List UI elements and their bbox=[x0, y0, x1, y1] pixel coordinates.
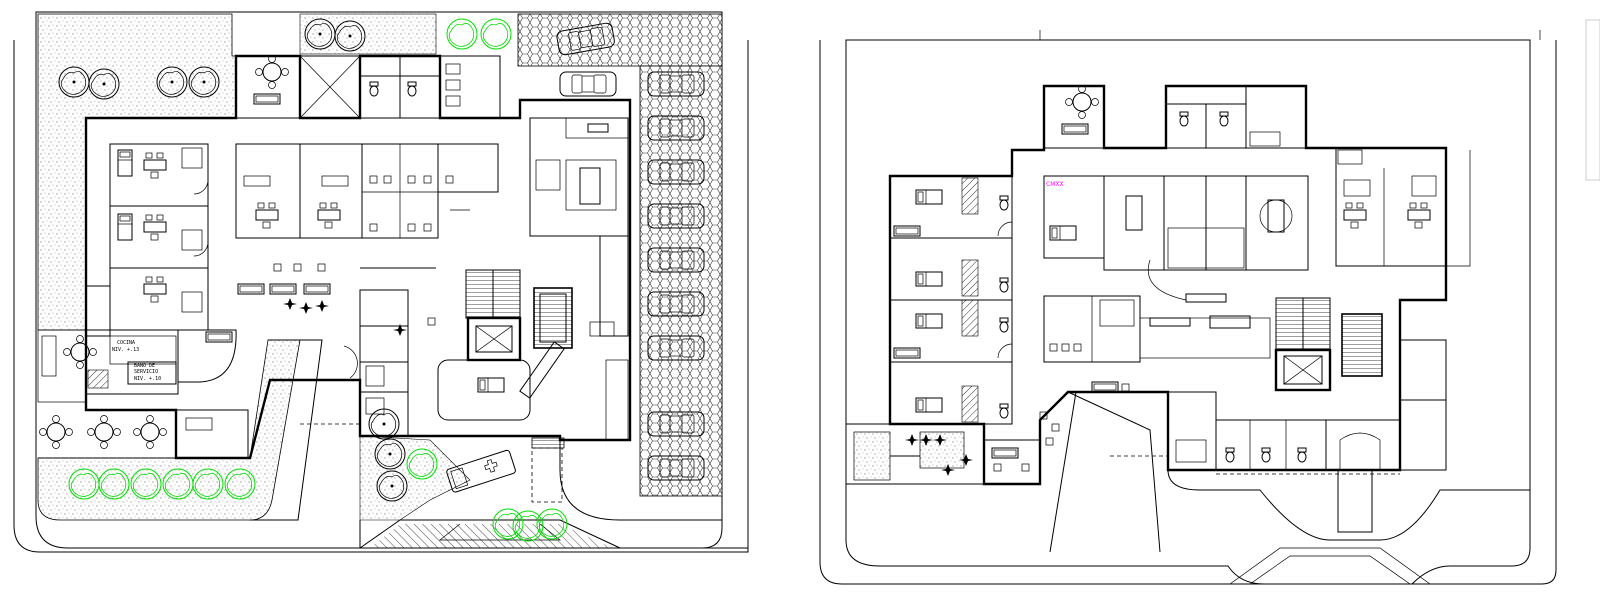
south-east-rooms bbox=[1167, 339, 1447, 475]
stair-core bbox=[1274, 297, 1383, 392]
ambulance-icon bbox=[446, 449, 516, 493]
central-area bbox=[1039, 259, 1271, 446]
parking-paving-top bbox=[517, 13, 723, 67]
parking-paving-strip bbox=[639, 65, 723, 497]
table-chairs-icon bbox=[87, 415, 121, 449]
window-edge-artifact bbox=[1585, 19, 1600, 181]
operating-rooms: CMXX bbox=[1043, 175, 1309, 271]
left-offices bbox=[109, 143, 209, 331]
kitchen-block: COCINA NIV. +.13 BAÑO DE SERVICIO NIV. +… bbox=[85, 285, 237, 395]
marker-label: CMXX bbox=[1046, 181, 1064, 188]
bath-label-2: SERVICIO bbox=[134, 369, 158, 375]
reception-rooms bbox=[343, 289, 436, 437]
waiting-area bbox=[205, 209, 470, 343]
kitchen-label: COCINA bbox=[117, 340, 135, 346]
right-wing-rooms bbox=[437, 117, 629, 441]
table-chairs-icon bbox=[255, 55, 289, 89]
terrace bbox=[37, 329, 249, 459]
table-chairs-icon bbox=[39, 415, 73, 449]
plant-icon bbox=[299, 302, 313, 314]
table-chairs-icon bbox=[1065, 85, 1099, 119]
entrance-ramp bbox=[250, 339, 748, 549]
stair-core bbox=[465, 269, 573, 362]
table-chairs-icon bbox=[133, 415, 167, 449]
kitchen-level-label: NIV. +.13 bbox=[112, 347, 139, 353]
right-floor-plan: CMXX bbox=[819, 30, 1557, 585]
plant-icon bbox=[283, 298, 297, 310]
landscape-area-north bbox=[299, 13, 437, 55]
consulting-rooms-east bbox=[1335, 147, 1447, 267]
plant-icon bbox=[315, 300, 329, 312]
entrance-drive bbox=[1049, 150, 1530, 585]
bath-level-label: NIV. +.10 bbox=[134, 376, 161, 382]
landscape-area-north-west bbox=[37, 13, 237, 331]
left-floor-plan: COCINA NIV. +.13 BAÑO DE SERVICIO NIV. +… bbox=[13, 11, 749, 553]
center-offices bbox=[235, 143, 499, 239]
patient-rooms-west bbox=[889, 175, 1013, 425]
garden-courtyard bbox=[845, 423, 1041, 485]
bath-label: BAÑO DE bbox=[134, 362, 155, 369]
car-icon bbox=[559, 71, 617, 97]
